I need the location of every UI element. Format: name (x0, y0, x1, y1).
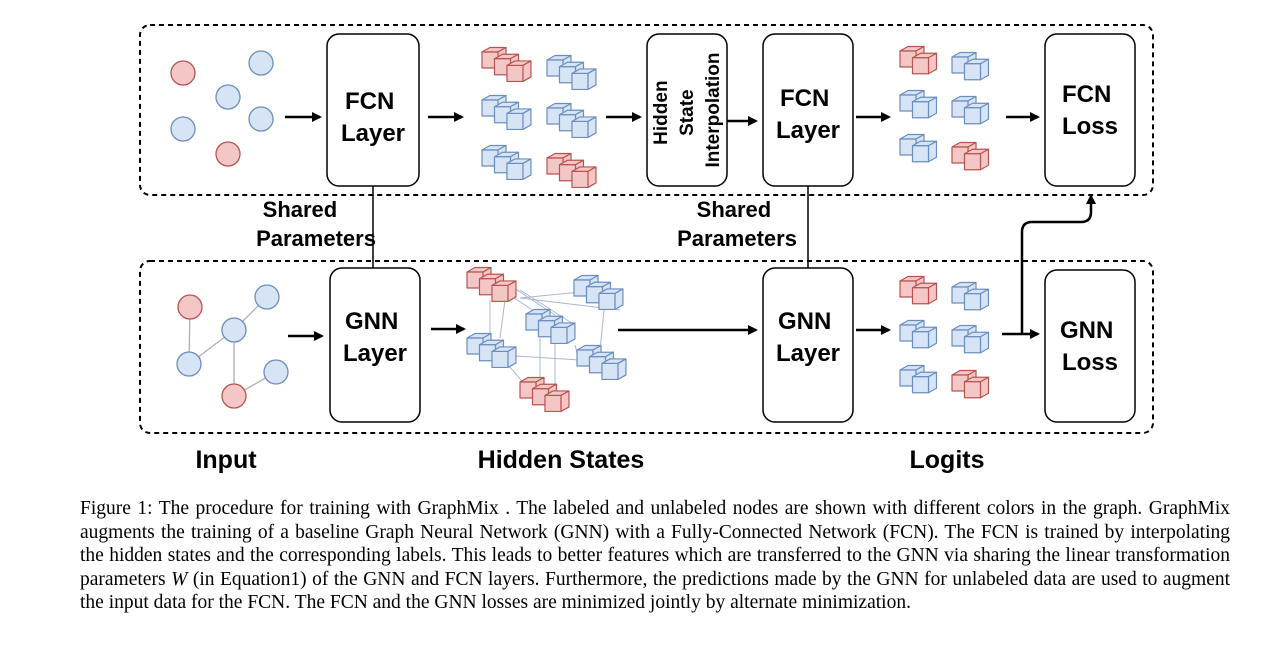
fcn-loss-box (1044, 33, 1136, 187)
hidden-state-interpolation-label: Hidden State Interpolation (651, 52, 724, 167)
labeled-feature-vector (466, 266, 517, 303)
node-unlabeled (221, 317, 247, 343)
unlabeled-feature-vector (951, 51, 990, 81)
caption-symbol: W (171, 568, 188, 590)
gnn-panel (139, 260, 1154, 434)
gnn-layer-2-label: GNN Layer (776, 308, 840, 367)
caption-text-1: The procedure for training with GraphMix… (80, 498, 1230, 590)
figure-label: Figure 1: (80, 498, 153, 519)
fcn-logits (899, 45, 990, 171)
unlabeled-feature-vector (899, 133, 938, 163)
unlabeled-feature-vector (546, 54, 597, 91)
fcn-input-nodes (170, 50, 274, 167)
labeled-feature-vector (519, 376, 570, 413)
graphmix-diagram: FCN Layer Hidden State Interpolation FCN… (139, 24, 1154, 474)
node-labeled (177, 294, 203, 320)
node-labeled (221, 383, 247, 409)
unlabeled-feature-vector (546, 102, 597, 139)
unlabeled-feature-vector (899, 89, 938, 119)
unlabeled-feature-vector (573, 274, 624, 311)
gnn-loss-box (1044, 269, 1136, 423)
labeled-feature-vector (899, 275, 938, 305)
fcn-layer-1-label: FCN Layer (341, 88, 405, 147)
gnn-logits (899, 275, 990, 399)
unlabeled-feature-vector (951, 324, 990, 354)
labeled-feature-vector (899, 45, 938, 75)
fcn-layer-box-2 (762, 33, 854, 187)
gnn-hidden-states (466, 266, 627, 413)
fcn-panel (139, 24, 1154, 196)
node-unlabeled (254, 284, 280, 310)
shared-parameters-label-2: Shared Parameters (677, 197, 797, 251)
gnn-input-graph (176, 284, 289, 409)
gnn-layer-1-label: GNN Layer (343, 308, 407, 367)
node-unlabeled (248, 106, 274, 132)
unlabeled-feature-vector (899, 319, 938, 349)
unlabeled-feature-vector (481, 94, 532, 131)
unlabeled-feature-vector (899, 364, 938, 394)
gnn-layer-box-1 (329, 267, 421, 423)
node-labeled (170, 60, 196, 86)
caption-text-2: (in Equation1) of the GNN and FCN layers… (80, 568, 1231, 614)
fcn-hidden-states (481, 46, 597, 189)
fcn-layer-2-label: FCN Layer (776, 85, 840, 144)
hidden-state-interpolation-box (646, 33, 728, 187)
node-unlabeled (248, 50, 274, 76)
gnn-to-fcn-loss-arrow (1020, 194, 1096, 334)
figure-caption: Figure 1: The procedure for training wit… (80, 497, 1230, 615)
labeled-feature-vector (481, 46, 532, 83)
node-labeled (215, 141, 241, 167)
hidden-states-label: Hidden States (478, 446, 645, 474)
node-unlabeled (170, 116, 196, 142)
unlabeled-feature-vector (466, 332, 517, 369)
unlabeled-feature-vector (525, 308, 576, 345)
gnn-layer-box-2 (762, 267, 854, 423)
node-unlabeled (263, 359, 289, 385)
labeled-feature-vector (951, 141, 990, 171)
unlabeled-feature-vector (951, 95, 990, 125)
shared-parameters-label-1: Shared Parameters (256, 197, 376, 251)
node-unlabeled (176, 351, 202, 377)
fcn-layer-box-1 (326, 33, 420, 187)
node-unlabeled (215, 84, 241, 110)
logits-label: Logits (910, 446, 985, 474)
labeled-feature-vector (951, 369, 990, 399)
labeled-feature-vector (546, 152, 597, 189)
unlabeled-feature-vector (481, 144, 532, 181)
input-label: Input (195, 446, 257, 474)
gnn-loss-label: GNN Loss (1060, 317, 1120, 376)
fcn-loss-label: FCN Loss (1062, 81, 1118, 140)
unlabeled-feature-vector (951, 281, 990, 311)
unlabeled-feature-vector (576, 344, 627, 381)
